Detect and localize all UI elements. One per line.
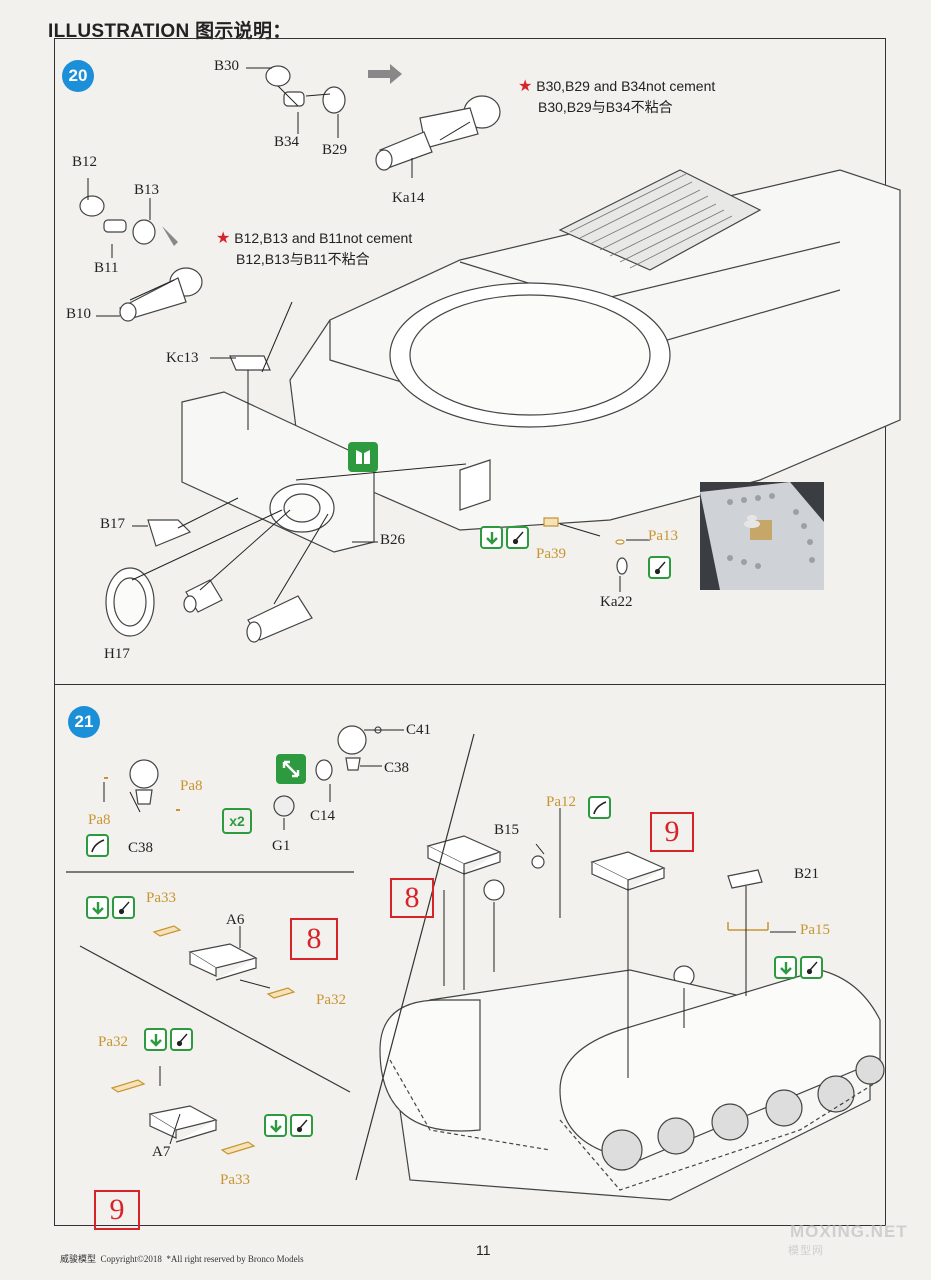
part-label-b15: B15 <box>494 822 520 838</box>
etched-label-pa33-bottom: Pa33 <box>220 1172 250 1188</box>
star-icon: ★ <box>216 230 231 247</box>
scale-icon <box>348 442 378 472</box>
part-label-g1: G1 <box>272 838 291 854</box>
part-label-b29: B29 <box>322 142 348 158</box>
part-label-ka14: Ka14 <box>392 190 425 206</box>
etched-label-pa32-bottom: Pa32 <box>98 1034 128 1050</box>
watermark-sub: 模型网 <box>788 1245 824 1257</box>
page-number: 11 <box>476 1242 491 1258</box>
cement-icon <box>648 556 671 579</box>
scale-icon <box>276 754 306 784</box>
step-20-drawing <box>79 64 901 643</box>
bend-icon <box>774 956 797 979</box>
step-divider <box>54 684 886 685</box>
bend-icon <box>264 1114 287 1137</box>
step-20-badge: 20 <box>62 60 94 92</box>
note-no-cement-b12: ★ B12,B13 and B11not cement B12,B13与B11不… <box>216 230 413 267</box>
step-21-badge: 21 <box>68 706 100 738</box>
part-label-b21: B21 <box>794 866 820 882</box>
part-label-a6: A6 <box>226 912 245 928</box>
detail-photo <box>700 482 824 590</box>
instruction-frame <box>54 38 886 1226</box>
paint-icon <box>588 796 611 819</box>
part-label-b17: B17 <box>100 516 126 532</box>
cement-icon <box>170 1028 193 1051</box>
etched-label-pa33-top: Pa33 <box>146 890 176 906</box>
cement-icon <box>506 526 529 549</box>
part-label-kc13: Kc13 <box>166 350 199 366</box>
footer-copyright: 威骏模型 Copyright©2018 *All right reserved … <box>60 1254 304 1264</box>
part-label-b13: B13 <box>134 182 160 198</box>
part-label-a7: A7 <box>152 1144 171 1160</box>
part-label-b30: B30 <box>214 58 240 74</box>
star-icon: ★ <box>518 78 533 95</box>
part-label-c14: C14 <box>310 808 336 824</box>
part-label-c41: C41 <box>406 722 432 738</box>
part-label-c38-right: C38 <box>384 760 410 776</box>
part-label-ka22: Ka22 <box>600 594 633 610</box>
callout-box-9-panel: 9 <box>94 1190 140 1230</box>
step-21-drawing <box>66 725 885 1201</box>
bend-icon <box>480 526 503 549</box>
part-label-h17: H17 <box>104 646 130 662</box>
part-label-b10: B10 <box>66 306 92 322</box>
callout-box-9-top: 9 <box>650 812 694 852</box>
part-label-b12: B12 <box>72 154 98 170</box>
cement-icon <box>800 956 823 979</box>
bend-icon <box>144 1028 167 1051</box>
etched-label-pa32-top: Pa32 <box>316 992 346 1008</box>
cement-icon <box>112 896 135 919</box>
times-two-label: x2 <box>222 808 252 834</box>
page-title: ILLUSTRATION 图示说明： <box>48 21 292 42</box>
callout-box-8-panel: 8 <box>290 918 338 960</box>
cement-icon <box>290 1114 313 1137</box>
part-label-b26: B26 <box>380 532 406 548</box>
callout-box-8-left: 8 <box>390 878 434 918</box>
part-label-b34: B34 <box>274 134 300 150</box>
part-label-b11: B11 <box>94 260 119 276</box>
watermark: MOXING.NET <box>790 1222 908 1241</box>
note-no-cement-b30: ★ B30,B29 and B34not cement B30,B29与B34不… <box>518 78 716 115</box>
paint-icon <box>86 834 109 857</box>
etched-label-pa12: Pa12 <box>546 794 576 810</box>
etched-label-pa15: Pa15 <box>800 922 830 938</box>
etched-label-pa13: Pa13 <box>648 528 678 544</box>
part-label-c38-left: C38 <box>128 840 154 856</box>
bend-icon <box>86 896 109 919</box>
etched-label-pa39: Pa39 <box>536 546 566 562</box>
etched-label-pa8-left: Pa8 <box>88 812 111 828</box>
etched-label-pa8-right: Pa8 <box>180 778 203 794</box>
